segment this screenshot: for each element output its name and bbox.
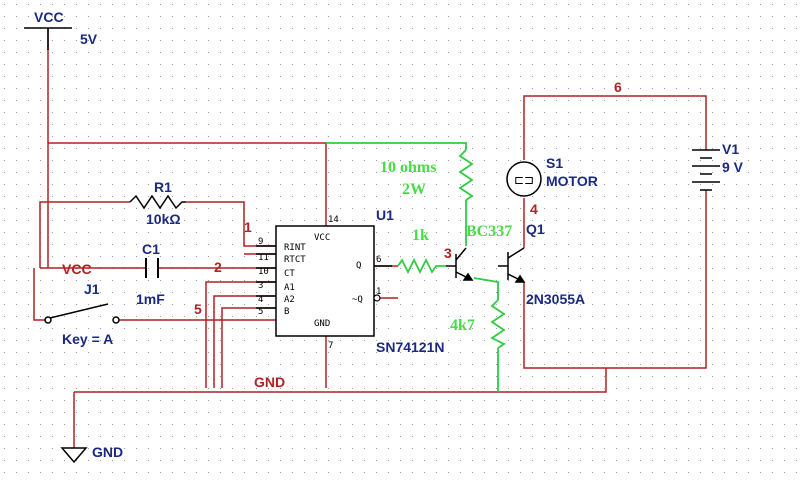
ic-pin-num-11: 11 [258,253,269,263]
c1-capacitor [145,258,159,278]
vcc-value-label: 5V [80,31,98,47]
ic-pin-name-rint: RINT [284,243,306,253]
ic-pin-num-3: 3 [258,281,263,291]
svg-text:⊏⊐: ⊏⊐ [514,173,534,187]
s1-part-label: MOTOR [546,173,598,189]
ic-pin-name-rtct: RTCT [284,255,306,265]
wire-pin3 [205,281,276,388]
ic-pin-name-vcc: VCC [314,233,330,243]
c1-value-label: 1mF [136,291,165,307]
ic-body [275,225,375,337]
q1-part-label: 2N3055A [526,291,585,307]
ic-pin-num-10: 10 [258,267,269,277]
q-driver-label: BC337 [466,223,512,240]
ic-pin-num-9: 9 [258,237,263,247]
wire-pin4 [213,295,276,388]
net-label-2: 2 [214,259,222,275]
wire-vcc-pin14 [48,142,327,226]
r-top-power-label: 2W [402,181,426,198]
r1-value-label: 10kΩ [146,211,181,227]
r-bottom-resistor [490,299,506,349]
ic-nq-bubble [373,294,381,302]
u1-part-label: SN74121N [376,339,445,355]
ic-u1 [256,225,392,337]
j1-key-label: Key = A [62,331,113,347]
ic-pin-name-b: B [284,307,289,317]
ic-pin-name-nq: ~Q [352,295,363,305]
battery-v1 [692,149,720,191]
v1-name-label: V1 [722,141,739,157]
r-base-label: 1k [412,227,429,244]
ic-pin-num-1: 1 [376,287,381,297]
ic-pin-name-a2: A2 [284,295,295,305]
ic-pin-name-a1: A1 [284,283,295,293]
net-label-1: 1 [244,219,252,235]
ic-pin-name-ct: CT [284,269,295,279]
v1-value-label: 9 V [722,159,744,175]
ic-pin-name-gnd: GND [314,319,330,329]
r-top-resistor [458,149,474,201]
bc337-transistor [446,247,474,281]
r1-name-label: R1 [154,179,172,195]
green-wire-top [326,142,467,150]
motor-s1: ⊏⊐ [506,161,542,197]
green-wires [326,142,499,392]
u1-name-label: U1 [376,207,394,223]
ic-pin-num-6: 6 [376,255,381,265]
green-wire-emitter [473,277,499,300]
gnd-net-label: GND [254,374,285,390]
net-label-3: 3 [444,245,452,261]
ic-pin-name-q: Q [356,261,361,271]
gnd-symbol-label: GND [92,444,123,460]
ic-pin-num-14: 14 [328,215,339,225]
ic-pin-num-4: 4 [258,295,263,305]
r-bottom-label: 4k7 [450,317,475,334]
c1-name-label: C1 [142,241,160,257]
vcc-net-label: VCC [62,261,92,277]
wire-motor-top [523,95,707,160]
j1-name-label: J1 [84,281,100,297]
wire-q1-emitter [523,190,707,369]
net-label-4: 4 [530,201,538,217]
grid-dots [4,4,797,473]
wire-j1-left [33,268,46,321]
s1-name-label: S1 [546,155,563,171]
gnd-symbol [60,447,88,464]
vcc-source [24,27,72,50]
j1-switch [44,303,120,324]
net-label-5: 5 [194,301,202,317]
ic-pin-num-5: 5 [258,307,263,317]
net-label-6: 6 [614,79,622,95]
ic-pin-num-7: 7 [328,341,333,351]
r-top-label: 10 ohms [380,159,436,176]
q1-name-label: Q1 [526,221,545,237]
r1-resistor [129,194,186,210]
r-base-resistor [397,257,446,275]
wire-r1-left [39,201,130,268]
vcc-top-label: VCC [34,9,64,25]
wire-gnd [74,368,607,393]
q1-transistor [498,247,526,283]
